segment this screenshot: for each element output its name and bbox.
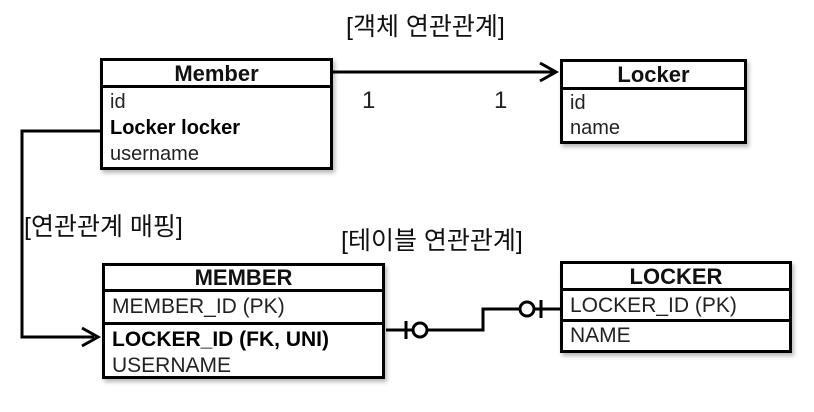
locker-class-title: Locker [563,62,744,90]
member-table-title: MEMBER [105,266,382,292]
locker-table-row-pk: LOCKER_ID (PK) [563,291,789,322]
member-table-row-username: USERNAME [112,354,232,377]
arrowhead-into-member-table-icon [81,326,102,348]
member-table-row-fk: LOCKER_ID (FK, UNI) [112,328,329,351]
locker-class-box: Locker id name [560,59,747,144]
locker-field-name: name [570,117,621,139]
member-class-fields: id Locker locker username [103,88,330,167]
object-association-title: [객체 연관관계] [346,13,505,41]
mapping-title: [연관관계 매핑] [24,213,183,241]
multiplicity-member-side: 1 [362,87,376,114]
locker-table-title: LOCKER [563,264,789,291]
locker-table-box: LOCKER LOCKER_ID (PK) NAME [560,261,792,353]
member-class-title: Member [103,61,330,88]
arrowhead-right-icon [539,61,560,83]
member-field-username: username [110,143,199,165]
locker-field-id: id [570,92,586,114]
optional-circle-locker-side-icon [518,300,536,318]
member-class-box: Member id Locker locker username [100,58,333,170]
locker-table-row-name: NAME [570,324,631,347]
multiplicity-locker-side: 1 [494,87,508,114]
member-table-row-pk: MEMBER_ID (PK) [105,292,382,325]
member-field-locker: Locker locker [110,117,241,139]
table-association-title: [테이블 연관관계] [341,227,523,255]
locker-class-fields: id name [563,90,744,141]
optional-circle-member-side-icon [411,321,429,339]
member-table-box: MEMBER MEMBER_ID (PK) LOCKER_ID (FK, UNI… [102,263,385,379]
table-relation-line [386,307,560,332]
member-field-id: id [110,91,126,113]
